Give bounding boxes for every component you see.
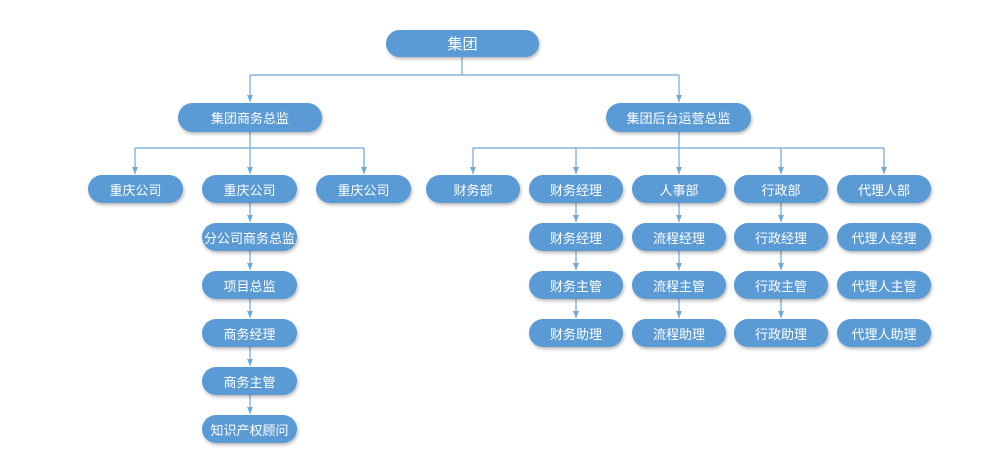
- node-admin-2[interactable]: 行政经理: [734, 223, 828, 251]
- node-admin-4[interactable]: 行政助理: [734, 319, 828, 347]
- node-branch-chain-4[interactable]: 商务主管: [202, 367, 297, 395]
- node-hr-1[interactable]: 人事部: [632, 175, 726, 203]
- node-branch-1[interactable]: 重庆公司: [88, 175, 183, 203]
- node-agent-2[interactable]: 代理人经理: [837, 223, 931, 251]
- node-branch-chain-5[interactable]: 知识产权顾问: [202, 415, 297, 443]
- node-finance-4[interactable]: 财务助理: [529, 319, 623, 347]
- node-branch-chain-2[interactable]: 项目总监: [202, 271, 297, 299]
- node-root[interactable]: 集团: [386, 30, 539, 57]
- node-agent-3[interactable]: 代理人主管: [837, 271, 931, 299]
- node-finance-2[interactable]: 财务经理: [529, 223, 623, 251]
- node-finance-3[interactable]: 财务主管: [529, 271, 623, 299]
- node-finance-dept[interactable]: 财务部: [426, 175, 520, 203]
- node-branch-2[interactable]: 重庆公司: [202, 175, 297, 203]
- node-agent-4[interactable]: 代理人助理: [837, 319, 931, 347]
- node-ops-head[interactable]: 集团后台运营总监: [606, 103, 751, 132]
- node-branch-chain-1[interactable]: 分公司商务总监: [202, 223, 297, 251]
- node-finance-1[interactable]: 财务经理: [529, 175, 623, 203]
- node-branch-3[interactable]: 重庆公司: [316, 175, 411, 203]
- node-branch-chain-3[interactable]: 商务经理: [202, 319, 297, 347]
- node-hr-3[interactable]: 流程主管: [632, 271, 726, 299]
- node-hr-2[interactable]: 流程经理: [632, 223, 726, 251]
- node-admin-3[interactable]: 行政主管: [734, 271, 828, 299]
- node-business-head[interactable]: 集团商务总监: [178, 103, 322, 132]
- node-admin-1[interactable]: 行政部: [734, 175, 828, 203]
- node-agent-1[interactable]: 代理人部: [837, 175, 931, 203]
- node-hr-4[interactable]: 流程助理: [632, 319, 726, 347]
